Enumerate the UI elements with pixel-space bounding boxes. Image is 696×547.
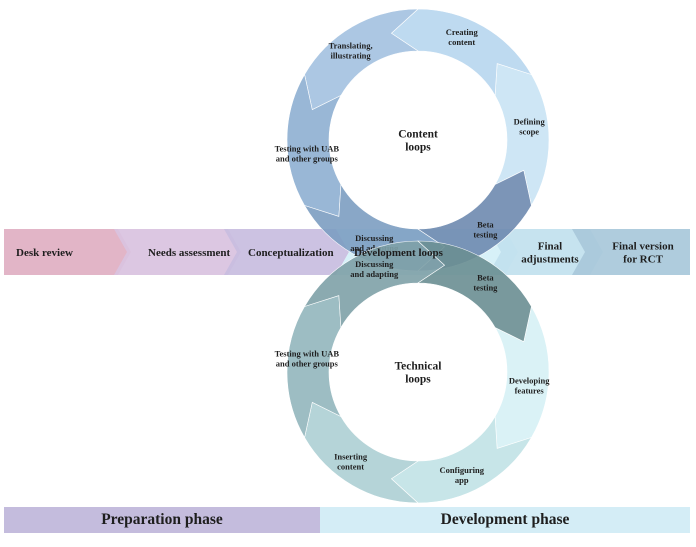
loop-segment-configuring-app-label-line: app: [455, 475, 469, 485]
loop-segment-inserting-content-label-line: content: [337, 461, 364, 471]
loop-segment-discussing-and-adapting-label-line: Discussing: [355, 259, 394, 269]
loop-segment-testing-with-uab-and-other-groups-label-line: and other groups: [276, 154, 339, 164]
process-step-desk-review: [4, 229, 131, 275]
development-phase-band: Development phase: [320, 507, 690, 533]
loop-segment-beta-testing-label-line: Beta: [477, 219, 494, 229]
loop-segment-creating-content-label-line: content: [448, 37, 475, 47]
process-step-label-line: Conceptualization: [248, 247, 334, 259]
loop-bottom-title-line: loops: [405, 374, 431, 386]
loop-segment-discussing-and-adapting-label-line: Discussing: [355, 233, 394, 243]
loop-segment-inserting-content-label-line: Inserting: [334, 451, 368, 461]
loop-segment-creating-content-label-line: Creating: [446, 27, 479, 37]
loop-segment-beta-testing-label-line: testing: [473, 283, 498, 293]
process-step-label-line: adjustments: [521, 254, 579, 266]
loop-segment-translating-illustrating-label-line: illustrating: [331, 51, 372, 61]
loop-segment-discussing-and-adapting-label-line: and adapting: [350, 269, 399, 279]
loop-segment-developing-features-label-line: Developing: [509, 376, 550, 386]
process-step-conceptualization: [224, 229, 349, 275]
process-step-conceptualization-label: Conceptualization: [248, 247, 334, 259]
loop-segment-beta-testing-label-line: testing: [473, 229, 498, 239]
process-step-label-line: for RCT: [623, 254, 663, 266]
loop-segment-defining-scope-label-line: scope: [519, 126, 539, 136]
loop-segment-beta-testing: [417, 240, 532, 343]
process-step-label-line: Desk review: [16, 247, 73, 259]
process-step-needs-assessment: [114, 229, 241, 275]
loop-segment-defining-scope-label-line: Defining: [514, 116, 546, 126]
loop-segment-translating-illustrating-label-line: Translating,: [329, 41, 373, 51]
loop-segment-translating-illustrating-label: Translating,illustrating: [329, 41, 373, 61]
loop-segment-testing-with-uab-and-other-groups-label-line: and other groups: [276, 358, 339, 368]
process-step-needs-assessment-label: Needs assessment: [148, 247, 231, 259]
loop-segment-configuring-app-label-line: Configuring: [440, 465, 485, 475]
loop-top-title-line: loops: [405, 142, 431, 154]
process-step-desk-review-label: Desk review: [16, 247, 73, 259]
loop-segment-developing-features-label-line: features: [515, 386, 545, 396]
loop-segment-beta-testing-label-line: Beta: [477, 273, 494, 283]
loop-segment-testing-with-uab-and-other-groups-label-line: Testing with UAB: [275, 144, 340, 154]
preparation-phase-label: Preparation phase: [101, 511, 223, 528]
development-phase-label: Development phase: [440, 511, 570, 528]
loop-bottom-title-line: Technical: [395, 361, 442, 373]
process-step-development-loops-label: Development loops: [354, 247, 444, 259]
process-step-label-line: Needs assessment: [148, 247, 231, 259]
process-step-final-adjustments: [488, 229, 603, 275]
process-step-label-line: Development loops: [354, 247, 444, 259]
process-step-label-line: Final version: [612, 241, 673, 253]
process-step-label-line: Final: [538, 241, 562, 253]
preparation-phase-band: Preparation phase: [4, 507, 320, 533]
process-bar-labels: Desk review Needs assessment Conceptualiza…: [16, 241, 674, 266]
loop-segment-testing-with-uab-and-other-groups-label-line: Testing with UAB: [275, 348, 340, 358]
loop-top-title-line: Content: [398, 129, 438, 141]
process-step-final-version-for-rct: [572, 229, 690, 275]
